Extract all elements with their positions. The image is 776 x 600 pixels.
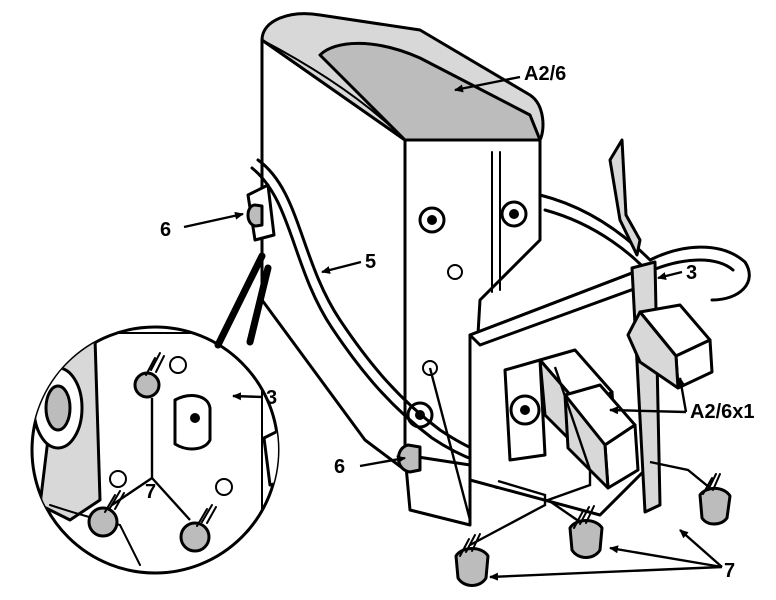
screw (179, 504, 217, 553)
label-screw: 7 (724, 560, 735, 582)
screw (87, 490, 125, 538)
connector-socket (503, 358, 547, 462)
label-screw-inset: 7 (145, 481, 156, 503)
label-connector: A2/6x1 (690, 401, 755, 423)
detail-inset (30, 252, 280, 575)
label-bracket: 3 (686, 262, 697, 284)
clip-upper (246, 183, 276, 242)
connector-plug-2 (563, 383, 640, 490)
control-unit-housing (260, 12, 562, 489)
sensor-rod (608, 138, 642, 257)
leader-lines (183, 75, 723, 581)
label-clip-lower: 6 (334, 456, 345, 478)
screw (133, 352, 165, 399)
mount-hole (422, 360, 438, 376)
assembly-lines (428, 366, 711, 547)
clip-lower (397, 443, 422, 474)
mount-hole (447, 264, 463, 280)
housing-bolt (418, 206, 446, 234)
label-control-unit: A2/6 (524, 63, 566, 85)
connector-plug-3 (626, 303, 714, 390)
label-clip-upper: 6 (160, 219, 171, 241)
label-cable: 5 (365, 251, 376, 273)
label-bracket-inset: 3 (266, 387, 277, 409)
housing-bolt (500, 200, 528, 228)
screw (698, 473, 732, 526)
screw (454, 533, 490, 587)
